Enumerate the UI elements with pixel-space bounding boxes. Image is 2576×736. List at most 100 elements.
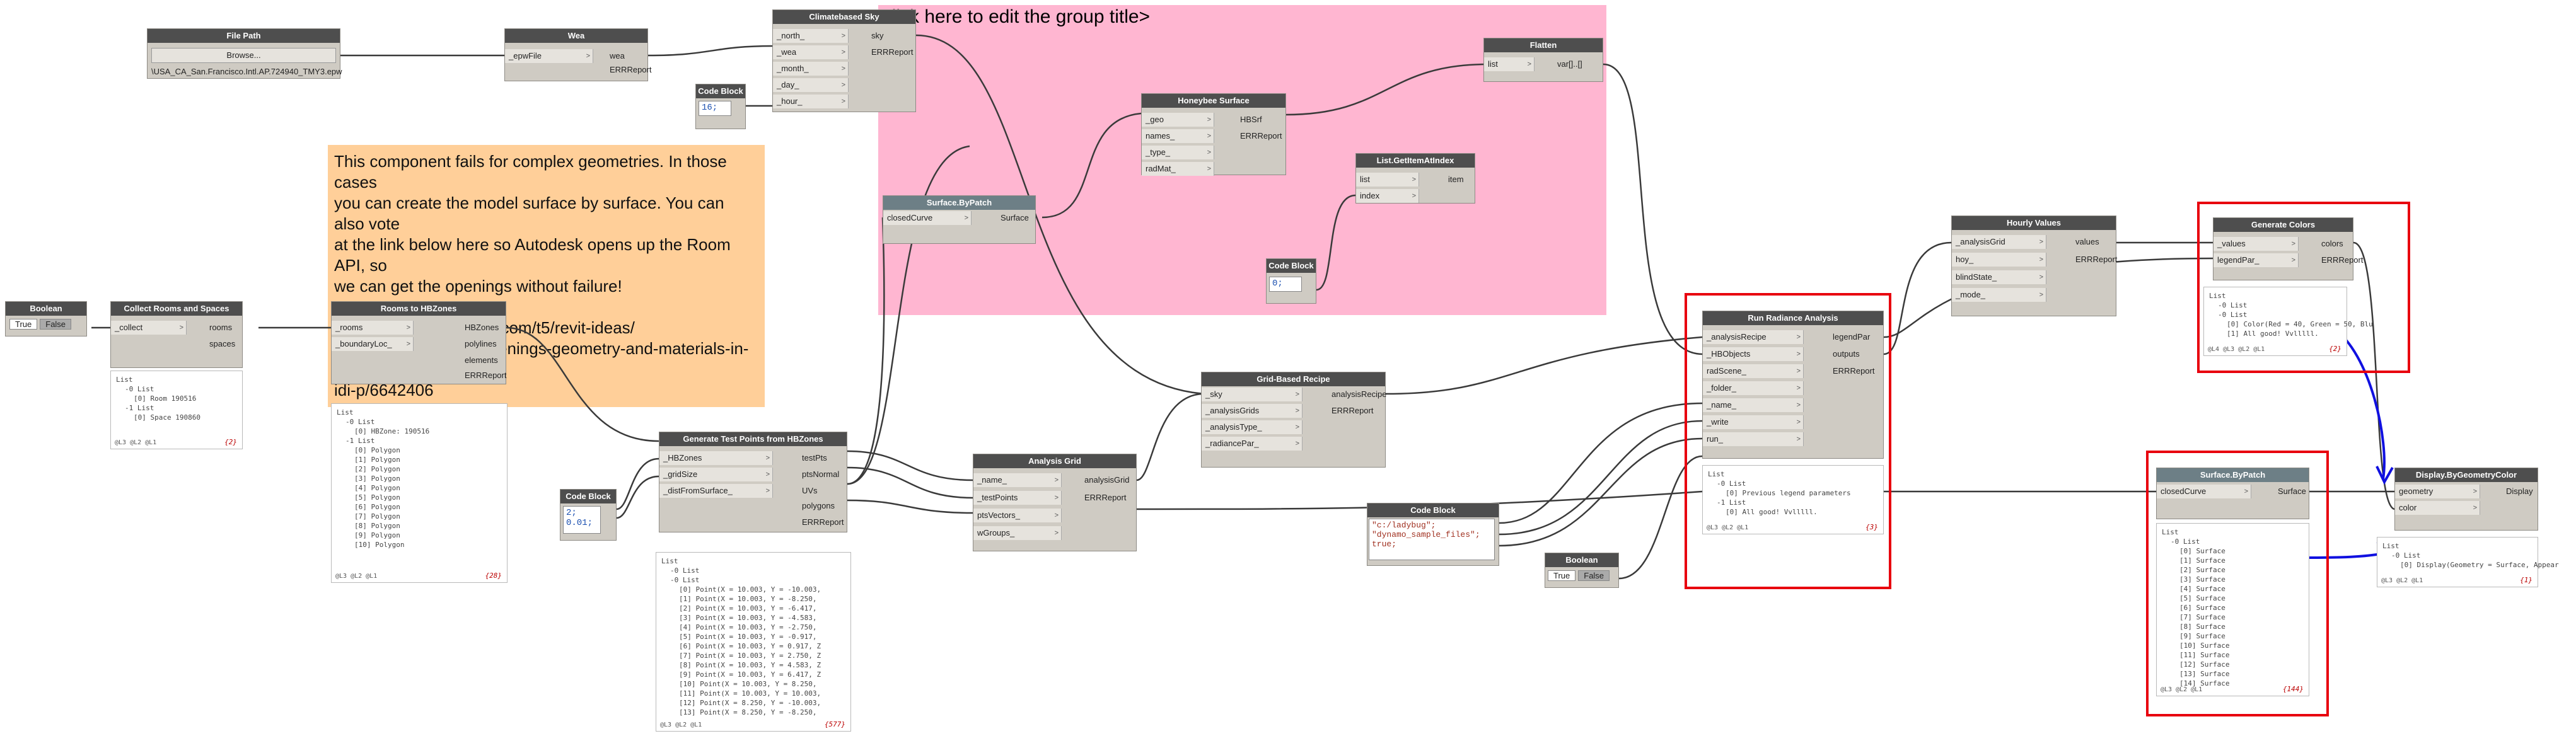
preview-collect-rooms[interactable]: List-0 List[0] Room 190516-1 List[0] Spa…: [110, 371, 243, 449]
input-port[interactable]: _hour_: [773, 95, 849, 108]
input-port[interactable]: list: [1484, 57, 1535, 71]
input-port[interactable]: _wea: [773, 45, 849, 59]
false-option[interactable]: False: [1578, 570, 1610, 581]
output-port[interactable]: testPts: [802, 453, 827, 463]
input-port[interactable]: wGroups_: [973, 526, 1062, 540]
output-port[interactable]: spaces: [209, 339, 236, 348]
rooms-to-hbzones-node[interactable]: Rooms to HBZones _rooms _boundaryLoc_ HB…: [331, 301, 506, 384]
input-port[interactable]: _boundaryLoc_: [332, 337, 414, 351]
input-port[interactable]: _epwFile: [505, 49, 593, 63]
input-port[interactable]: _collect: [111, 321, 187, 335]
surface-bypatch-node[interactable]: Surface.ByPatch closedCurve Surface: [2156, 468, 2309, 519]
output-port[interactable]: ERRReport: [465, 371, 507, 380]
input-port[interactable]: geometry: [2395, 485, 2480, 498]
preview-test-points[interactable]: List-0 List-0 List[0] Point(X = 10.003, …: [656, 552, 851, 732]
input-port[interactable]: _gridSize: [659, 468, 773, 481]
output-port[interactable]: HBZones: [465, 323, 499, 332]
output-port[interactable]: ERRReport: [1084, 493, 1127, 502]
climatebased-sky-node[interactable]: Climatebased Sky _north_ _wea _month_ _d…: [772, 9, 916, 112]
output-port[interactable]: outputs: [1833, 349, 1860, 359]
surface-bypatch-node[interactable]: Surface.ByPatch closedCurve Surface: [883, 195, 1036, 244]
input-port[interactable]: _analysisRecipe: [1703, 330, 1804, 344]
note[interactable]: This component fails for complex geometr…: [328, 145, 765, 407]
output-port[interactable]: ERRReport: [1833, 366, 1875, 376]
input-port[interactable]: legendPar_: [2213, 253, 2299, 267]
output-port[interactable]: ERRReport: [802, 517, 844, 527]
input-port[interactable]: _testPoints: [973, 491, 1062, 505]
input-port[interactable]: _analysisType_: [1202, 420, 1303, 434]
input-port[interactable]: radScene_: [1703, 364, 1804, 378]
collect-rooms-node[interactable]: Collect Rooms and Spaces _collect rooms …: [110, 301, 243, 368]
output-port[interactable]: polygons: [802, 501, 835, 510]
run-radiance-analysis-node[interactable]: Run Radiance Analysis _analysisRecipe _H…: [1702, 311, 1884, 459]
input-port[interactable]: _HBObjects: [1703, 347, 1804, 361]
output-port[interactable]: ptsNormal: [802, 469, 840, 479]
input-port[interactable]: _analysisGrids: [1202, 404, 1303, 418]
input-port[interactable]: closedCurve: [2157, 485, 2251, 498]
input-port[interactable]: _radiancePar_: [1202, 437, 1303, 451]
output-port[interactable]: sky: [871, 31, 884, 40]
input-port[interactable]: radMat_: [1142, 162, 1214, 176]
output-port[interactable]: ERRReport: [1332, 406, 1374, 415]
input-port[interactable]: _HBZones: [659, 451, 773, 465]
output-port[interactable]: HBSrf: [1240, 115, 1262, 124]
true-option[interactable]: True: [1548, 570, 1576, 581]
preview-rooms-to-hbzones[interactable]: List-0 List[0] HBZone: 190516-1 List[0] …: [331, 403, 508, 583]
input-port[interactable]: closedCurve: [883, 211, 972, 225]
input-port[interactable]: ptsVectors_: [973, 509, 1062, 522]
output-port[interactable]: polylines: [465, 339, 497, 348]
input-port[interactable]: _distFromSurface_: [659, 484, 773, 498]
input-port[interactable]: _name_: [973, 473, 1062, 487]
input-port[interactable]: _mode_: [1952, 288, 2046, 302]
input-port[interactable]: blindState_: [1952, 270, 2046, 284]
input-port[interactable]: _values: [2213, 237, 2299, 251]
code-editor[interactable]: 2; 0.01;: [563, 506, 601, 534]
output-port[interactable]: analysisRecipe: [1332, 389, 1387, 399]
preview-generate-colors[interactable]: List-0 List-0 List[0] Color(Red = 40, Gr…: [2203, 287, 2373, 356]
output-port[interactable]: ERRReport: [871, 47, 914, 57]
output-port[interactable]: ERRReport: [2075, 255, 2118, 264]
browse-button[interactable]: Browse...: [151, 48, 336, 63]
true-option[interactable]: True: [9, 319, 38, 330]
code-block-node[interactable]: Code Block "c:/ladybug"; "dynamo_sample_…: [1367, 503, 1499, 566]
output-port[interactable]: values: [2075, 237, 2099, 246]
code-block-node[interactable]: Code Block 16;: [695, 84, 746, 129]
code-block-node[interactable]: Code Block 2; 0.01;: [560, 489, 617, 541]
generate-colors-node[interactable]: Generate Colors _values legendPar_ color…: [2213, 217, 2363, 280]
code-editor[interactable]: 16;: [699, 101, 731, 116]
output-port[interactable]: Surface: [2278, 486, 2306, 496]
flatten-node[interactable]: Flatten list var[]..[]: [1483, 38, 1603, 82]
output-port[interactable]: UVs: [802, 486, 818, 495]
output-port[interactable]: ERRReport: [1240, 131, 1282, 141]
input-port[interactable]: _rooms: [332, 321, 414, 335]
output-port[interactable]: rooms: [209, 323, 233, 332]
output-port[interactable]: legendPar: [1833, 332, 1871, 342]
input-port[interactable]: _month_: [773, 62, 849, 76]
group-title[interactable]: Click here to edit the group title>: [878, 6, 1151, 27]
code-editor[interactable]: 0;: [1269, 277, 1302, 292]
analysis-grid-node[interactable]: Analysis Grid _name_ _testPoints ptsVect…: [973, 454, 1137, 551]
input-port[interactable]: _analysisGrid: [1952, 235, 2046, 249]
input-port[interactable]: _write: [1703, 415, 1804, 429]
honeybee-surface-node[interactable]: Honeybee Surface _geo names_ _type_ radM…: [1141, 93, 1286, 176]
output-port[interactable]: var[]..[]: [1557, 59, 1582, 69]
output-port[interactable]: analysisGrid: [1084, 475, 1130, 485]
file-path-node[interactable]: File Path Browse... \USA_CA_San.Francisc…: [147, 28, 342, 79]
false-option[interactable]: False: [40, 319, 72, 330]
input-port[interactable]: names_: [1142, 129, 1214, 143]
input-port[interactable]: _type_: [1142, 146, 1214, 159]
code-editor[interactable]: "c:/ladybug"; "dynamo_sample_files"; tru…: [1369, 519, 1495, 560]
list-getitematindex-node[interactable]: List.GetItemAtIndex list index item: [1355, 153, 1475, 204]
code-block-node[interactable]: Code Block 0;: [1266, 258, 1316, 304]
input-port[interactable]: _name_: [1703, 398, 1804, 412]
grid-based-recipe-node[interactable]: Grid-Based Recipe _sky _analysisGrids _a…: [1201, 372, 1386, 468]
generate-test-points-node[interactable]: Generate Test Points from HBZones _HBZon…: [659, 432, 847, 532]
input-port[interactable]: index: [1356, 189, 1419, 203]
output-port[interactable]: ERRReport: [610, 65, 652, 74]
input-port[interactable]: _geo: [1142, 113, 1214, 127]
display-bygeometrycolor-node[interactable]: Display.ByGeometryColor geometry color D…: [2394, 468, 2538, 531]
output-port[interactable]: elements: [465, 355, 498, 365]
